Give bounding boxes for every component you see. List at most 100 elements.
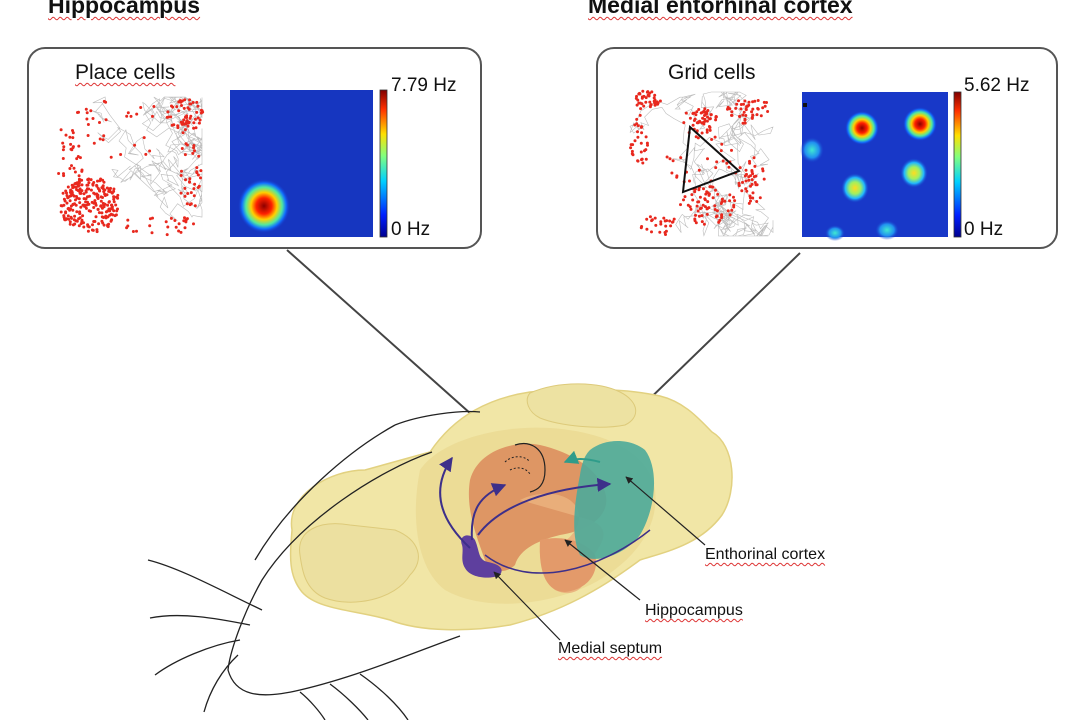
spike xyxy=(697,120,700,124)
spike xyxy=(708,128,712,132)
spike xyxy=(77,144,81,148)
spike xyxy=(107,208,111,211)
whisker xyxy=(359,673,409,720)
spike xyxy=(670,171,674,175)
spike xyxy=(641,89,645,93)
spike xyxy=(750,110,754,114)
spike xyxy=(173,219,177,222)
spike xyxy=(73,214,77,218)
spike xyxy=(700,220,704,224)
spike xyxy=(75,210,79,214)
spike xyxy=(697,214,701,218)
spike xyxy=(708,185,712,189)
spike xyxy=(193,182,197,186)
spike xyxy=(112,209,116,213)
spike xyxy=(668,157,672,161)
spike xyxy=(193,204,197,208)
spike xyxy=(630,149,634,153)
spike xyxy=(64,210,68,214)
spike xyxy=(732,195,735,199)
spike xyxy=(87,202,91,206)
spike xyxy=(125,114,129,118)
spike xyxy=(186,192,190,195)
spike xyxy=(750,178,754,182)
spike xyxy=(696,136,700,140)
spike xyxy=(84,206,88,210)
spike xyxy=(195,170,199,174)
spike xyxy=(175,105,179,109)
grid-colorbar xyxy=(953,91,962,238)
spike xyxy=(751,107,755,111)
spike xyxy=(752,156,756,160)
spike xyxy=(735,102,739,106)
spike xyxy=(93,192,97,196)
spike xyxy=(671,220,675,224)
spike xyxy=(68,222,72,226)
spike xyxy=(76,189,80,192)
spike xyxy=(734,106,738,110)
spike xyxy=(185,116,189,119)
spike xyxy=(61,157,65,160)
spike xyxy=(642,104,646,108)
spike xyxy=(192,126,196,130)
spike xyxy=(695,204,699,208)
spike xyxy=(703,110,707,114)
spike xyxy=(82,192,86,196)
spike xyxy=(723,199,727,203)
spike xyxy=(95,228,99,232)
spike xyxy=(91,117,95,120)
spike xyxy=(181,121,185,124)
spike xyxy=(703,119,707,123)
spike xyxy=(648,105,652,109)
label-hippocampus-text: Hippocampus xyxy=(645,602,743,619)
spike xyxy=(105,186,109,190)
spike xyxy=(663,219,667,223)
olfactory-bulb xyxy=(299,523,419,603)
spike xyxy=(92,220,96,223)
spike xyxy=(744,179,748,183)
spike xyxy=(69,215,73,219)
rat-brain xyxy=(289,383,733,631)
spike xyxy=(148,217,152,221)
spike xyxy=(721,159,725,163)
panel-title-grid-cells: Grid cells xyxy=(668,61,756,84)
spike xyxy=(730,110,734,114)
spike xyxy=(112,197,116,201)
label-entorhinal-cortex: Enthorinal cortex xyxy=(705,546,825,564)
spike xyxy=(755,113,759,117)
spike xyxy=(744,114,748,117)
spike xyxy=(703,198,707,202)
spike xyxy=(194,126,198,130)
spike xyxy=(738,166,742,170)
spike xyxy=(749,184,752,188)
spike xyxy=(101,138,105,142)
spike xyxy=(192,222,195,226)
spike xyxy=(195,110,199,114)
spike xyxy=(183,186,187,190)
spike xyxy=(96,187,100,190)
spike xyxy=(636,159,640,163)
spike xyxy=(189,102,193,106)
spike xyxy=(71,184,75,188)
spike xyxy=(744,187,748,191)
spike xyxy=(110,218,114,222)
whisker xyxy=(329,683,369,720)
spike xyxy=(188,180,191,184)
spike xyxy=(65,191,68,195)
spike xyxy=(702,187,705,191)
whisker xyxy=(299,691,326,720)
place-cells-title-text: Place cells xyxy=(75,61,176,84)
spike xyxy=(99,177,103,181)
spike xyxy=(87,209,91,213)
spike xyxy=(131,230,135,233)
spike xyxy=(640,95,644,99)
spike xyxy=(99,204,103,208)
spike xyxy=(696,200,700,204)
spike xyxy=(195,100,199,104)
spike xyxy=(61,141,65,145)
spike xyxy=(700,214,704,218)
spike xyxy=(133,143,137,147)
spike xyxy=(180,169,183,173)
trajectory-path xyxy=(91,96,203,222)
hippocampus-outline xyxy=(514,443,546,493)
